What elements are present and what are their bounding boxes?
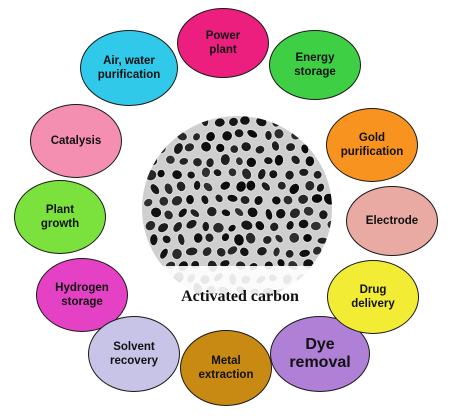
bubble-label: Electrode — [365, 214, 419, 227]
activated-carbon-micrograph — [142, 116, 332, 301]
bubble-label: Catalysis — [50, 134, 102, 147]
center-label: Activated carbon — [181, 288, 299, 305]
bubble-electrode: Electrode — [346, 186, 438, 256]
bubble-catalysis: Catalysis — [30, 104, 122, 178]
